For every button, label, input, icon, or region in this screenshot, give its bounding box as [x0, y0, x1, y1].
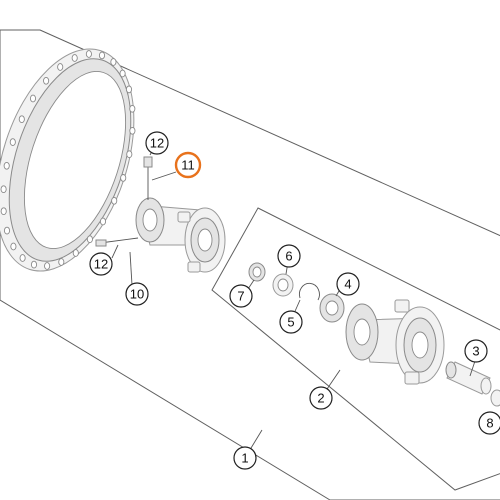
rim-spoke-hole [129, 126, 136, 135]
rim-spoke-hole [99, 217, 107, 226]
spacer-ring-illustration [272, 273, 294, 297]
rim-spoke-hole [57, 63, 64, 71]
rim-spoke-hole [0, 207, 7, 216]
callout-12-top-label: 12 [150, 136, 164, 151]
callout-5: 5 [279, 310, 303, 334]
valve-parts [95, 156, 153, 247]
callout-2-label: 2 [317, 391, 324, 406]
rim-spoke-hole [111, 196, 118, 205]
callout-10: 10 [125, 282, 149, 306]
hub-illustration [345, 299, 445, 385]
spacer-sleeve-illustration [445, 361, 492, 395]
callout-2: 2 [309, 386, 333, 410]
rim-spoke-hole [125, 85, 133, 94]
callout-11-highlighted: 11 [174, 151, 202, 179]
rim-spoke-hole [44, 262, 51, 270]
rim-spoke-hole [3, 226, 11, 235]
rim-spoke-hole [129, 104, 136, 113]
callout-8: 8 [478, 411, 500, 435]
rim-spoke-hole [19, 254, 26, 262]
callout-12-top: 12 [145, 131, 169, 155]
rim-spoke-hole [30, 260, 38, 269]
rim-spoke-hole [86, 235, 93, 244]
callout-3-label: 3 [472, 344, 479, 359]
hub-subassembly-frame [211, 207, 500, 491]
callout-3: 3 [464, 339, 488, 363]
rim-spoke-hole [120, 174, 127, 182]
leader-lines [111, 141, 479, 454]
callout-10-label: 10 [130, 287, 144, 302]
rim-spoke-hole [71, 54, 78, 62]
rim-spoke-hole [3, 161, 10, 170]
rim-spoke-hole [43, 76, 50, 85]
callout-1-label: 1 [241, 451, 248, 466]
rim-spoke-hole [126, 150, 133, 159]
rim-spoke-hole [98, 51, 106, 60]
callout-6-label: 6 [285, 249, 292, 264]
callout-12-left-label: 12 [94, 257, 108, 272]
bearing-illustration [319, 293, 345, 323]
callout-7: 7 [229, 284, 253, 308]
circlip-illustration [299, 282, 320, 301]
callout-4: 4 [336, 272, 360, 296]
callout-1: 1 [233, 446, 257, 470]
hub-on-rim-illustration [135, 197, 226, 273]
seal-illustration [248, 262, 266, 282]
rim-spoke-hole [72, 249, 79, 257]
callout-6: 6 [277, 244, 301, 268]
callout-11-label: 11 [181, 158, 195, 173]
rim-spoke-hole [58, 258, 65, 266]
rim-spoke-hole [18, 115, 25, 124]
rim-spoke-hole [9, 138, 16, 146]
part-8-illustration [490, 389, 500, 407]
rim-spoke-hole [10, 242, 17, 251]
callout-4-label: 4 [344, 277, 351, 292]
rim-spoke-hole [85, 50, 92, 58]
callout-7-label: 7 [237, 289, 244, 304]
rim-illustration [0, 48, 136, 272]
rim-spoke-hole [119, 69, 126, 78]
callout-5-label: 5 [287, 315, 294, 330]
rim-spoke-hole [110, 58, 117, 66]
callout-12-left: 12 [89, 252, 113, 276]
rim-spoke-hole [0, 185, 7, 194]
rim-spoke-hole [29, 94, 37, 103]
callout-8-label: 8 [486, 416, 493, 431]
